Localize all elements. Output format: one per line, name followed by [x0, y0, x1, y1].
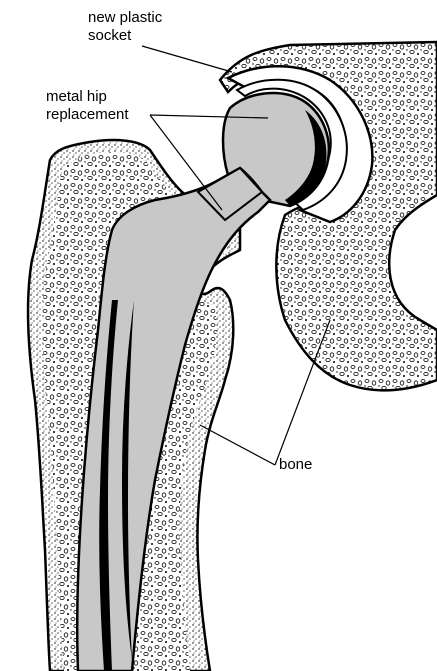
label-new-plastic-socket: new plastic socket: [88, 9, 162, 45]
label-bone: bone: [279, 456, 312, 474]
label-metal-hip-replacement: metal hip replacement: [46, 88, 129, 124]
socket-leader: [142, 46, 232, 72]
label-metal-line2: replacement: [46, 106, 129, 124]
label-socket-line1: new plastic: [88, 9, 162, 27]
label-socket-line2: socket: [88, 27, 162, 45]
label-metal-line1: metal hip: [46, 88, 129, 106]
bone-leader-femur: [200, 425, 275, 465]
